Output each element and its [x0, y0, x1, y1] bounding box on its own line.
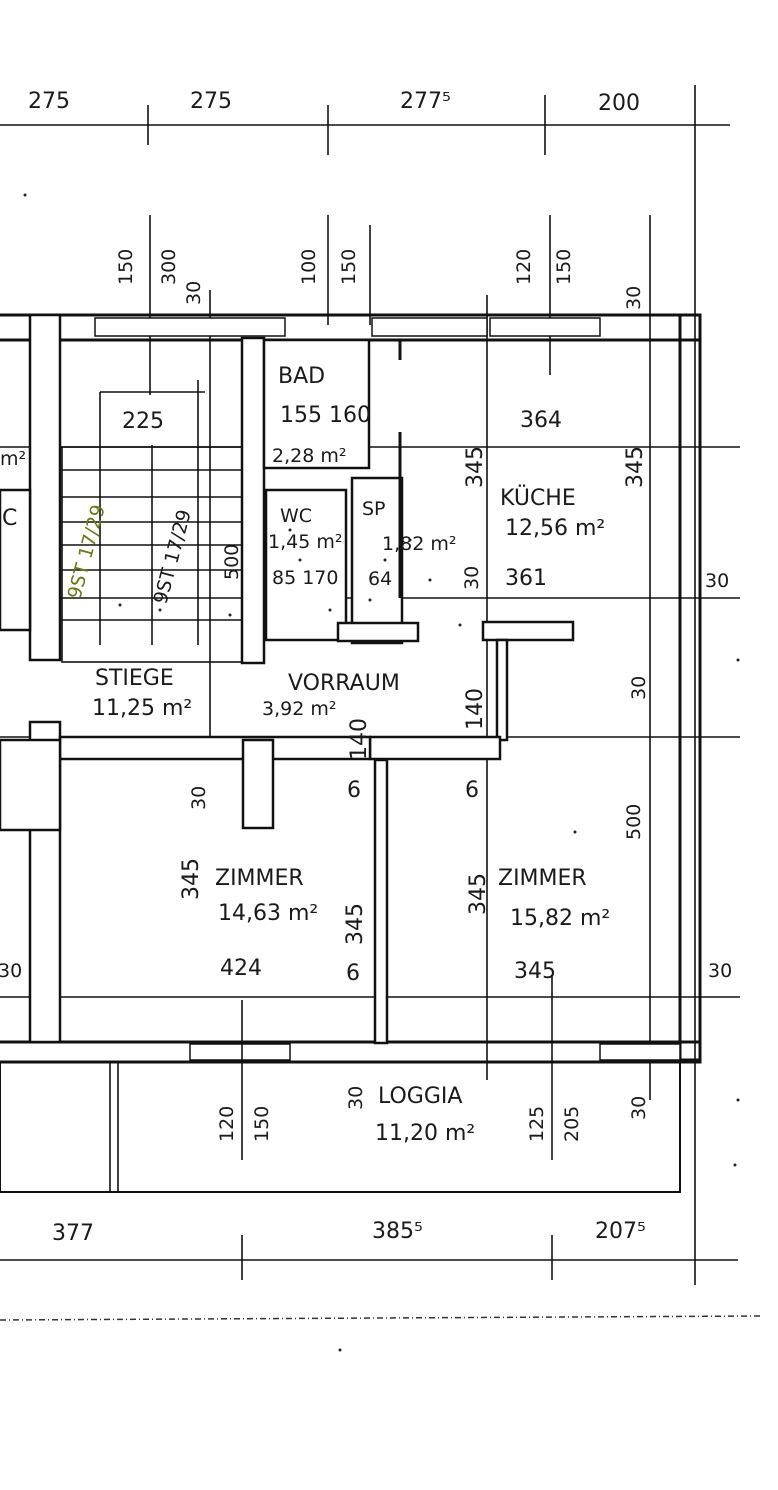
zimmer2-area: 15,82 m²: [510, 906, 610, 931]
dim-v-205: 205: [561, 1106, 583, 1142]
dim-bottom-2: 385⁵: [372, 1219, 423, 1244]
dim-v-300: 300: [158, 249, 180, 285]
dim-top-3: 277⁵: [400, 89, 451, 114]
dim-top-1: 275: [28, 89, 70, 114]
stair-steps-left: 9ST 17/29: [64, 502, 110, 601]
dim-v-150d: 150: [251, 1106, 273, 1142]
dim-bottom-3: 207⁵: [595, 1219, 646, 1244]
sp-area: 1,82 m²: [382, 533, 456, 555]
vorraum-area: 3,92 m²: [262, 698, 336, 720]
side-dim-30a: 30: [705, 570, 729, 592]
sp-dims: 64: [368, 568, 392, 590]
vorraum-name: VORRAUM: [288, 671, 400, 696]
kueche-sill: 30: [461, 566, 483, 590]
zimmer1-sill: 30: [188, 786, 210, 810]
zimmer1-area: 14,63 m²: [218, 901, 318, 926]
interior-walls: [0, 313, 575, 1045]
dim-v-30d: 30: [628, 1096, 650, 1120]
stiege-name: STIEGE: [95, 666, 174, 691]
room-zimmer-2: 6 345 ZIMMER 15,82 m² 345 500: [465, 778, 645, 984]
dim-v-125: 125: [526, 1106, 548, 1142]
zimmer1-width: 424: [220, 956, 262, 981]
room-stiege: STIEGE 11,25 m²: [92, 666, 192, 721]
dim-v-30c: 30: [345, 1086, 367, 1110]
dim-v-100: 100: [298, 249, 320, 285]
room-kueche: 364 KÜCHE 12,56 m² 361 345 345 30: [461, 408, 648, 591]
loggia-name: LOGGIA: [378, 1084, 462, 1109]
bottom-dimension-line: 377 385⁵ 207⁵: [0, 1219, 761, 1321]
vorraum-dim-a: 140: [347, 718, 372, 760]
wc-area: 1,45 m²: [268, 531, 342, 553]
kueche-height-right: 345: [623, 446, 648, 488]
room-sp: SP 1,82 m² 64: [362, 498, 456, 590]
bad-name: BAD: [278, 364, 325, 389]
dim-top-2: 275: [190, 89, 232, 114]
left-area-fragment: m²: [0, 448, 26, 470]
hatching: [23, 193, 740, 1352]
room-wc: WC 1,45 m² 85 170: [268, 505, 342, 589]
room-zimmer-1: 30 ZIMMER 14,63 m² 424 345 345 6 6: [179, 778, 368, 986]
dim-v-30a: 30: [183, 281, 205, 305]
wc-dims: 85 170: [272, 567, 338, 589]
stair-length: 500: [221, 544, 243, 580]
zimmer2-six: 6: [465, 778, 479, 803]
dim-v-120: 120: [513, 249, 535, 285]
loggia-area: 11,20 m²: [375, 1121, 475, 1146]
zimmer2-name: ZIMMER: [498, 866, 587, 891]
kueche-width-top: 364: [520, 408, 562, 433]
dim-bottom-1: 377: [52, 1221, 94, 1246]
loggia: 120 150 30 LOGGIA 11,20 m² 125 205 30: [0, 975, 681, 1193]
top-vertical-dims: 150 300 30 100 150 120 150 30: [115, 215, 645, 1080]
dim-v-120b: 120: [216, 1106, 238, 1142]
side-dim-30b: 30: [628, 676, 650, 700]
dim-v-150c: 150: [553, 249, 575, 285]
zimmer1-six-b: 6: [346, 961, 360, 986]
top-dimension-line: 275 275 277⁵ 200: [0, 85, 730, 1285]
kueche-name: KÜCHE: [500, 485, 576, 511]
stair: 225 9ST 17/29 9ST 17/29 500: [61, 380, 243, 663]
bad-dims: 155 160: [280, 403, 371, 428]
wc-name: WC: [280, 505, 312, 527]
vorraum-dim-b: 140: [463, 688, 488, 730]
dim-top-4: 200: [598, 91, 640, 116]
zimmer1-six-a: 6: [347, 778, 361, 803]
stiege-area: 11,25 m²: [92, 696, 192, 721]
side-dim-30c: 30: [708, 960, 732, 982]
zimmer1-height-right: 345: [343, 903, 368, 945]
dim-v-150a: 150: [115, 249, 137, 285]
room-bad: BAD 155 160 2,28 m²: [272, 364, 371, 467]
room-vorraum: VORRAUM 3,92 m² 140 140: [262, 671, 488, 760]
dim-v-30b: 30: [623, 286, 645, 310]
kueche-area: 12,56 m²: [505, 516, 605, 541]
side-dim-50-fragment: 30: [0, 960, 22, 982]
zimmer2-length: 500: [623, 804, 645, 840]
kueche-width-bottom: 361: [505, 566, 547, 591]
sp-name: SP: [362, 498, 386, 520]
stair-width: 225: [122, 409, 164, 434]
kueche-height-left: 345: [463, 446, 488, 488]
dim-v-150b: 150: [338, 249, 360, 285]
bad-area: 2,28 m²: [272, 445, 346, 467]
zimmer1-height-left: 345: [179, 858, 204, 900]
left-room-fragment: C: [2, 506, 17, 531]
zimmer1-name: ZIMMER: [215, 866, 304, 891]
zimmer2-width: 345: [514, 959, 556, 984]
zimmer2-height: 345: [466, 873, 491, 915]
